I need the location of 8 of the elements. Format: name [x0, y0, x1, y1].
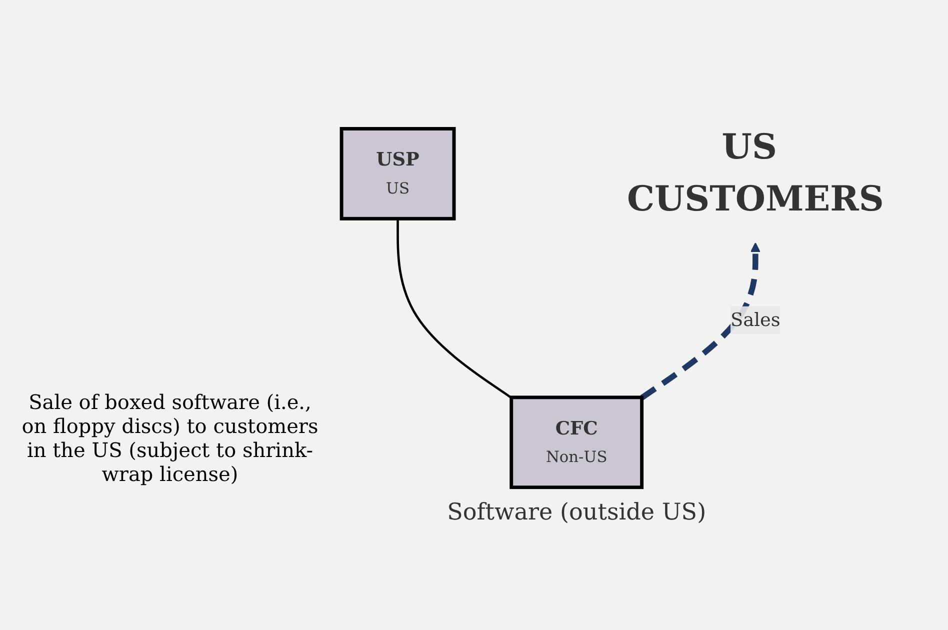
connector: [396, 218, 512, 399]
node-text: US CUSTOMERS: [626, 128, 884, 220]
node-box: USP US: [340, 127, 456, 220]
edge-label: Sales: [730, 308, 780, 331]
note-text: Sale of boxed software (i.e., on floppy discs) to customers in the US (subject to shrink-wrap license): [20, 390, 320, 486]
arrow: [640, 242, 760, 400]
node-box: CFC Non-US: [510, 396, 644, 490]
node-caption: Software (outside US): [447, 500, 706, 526]
